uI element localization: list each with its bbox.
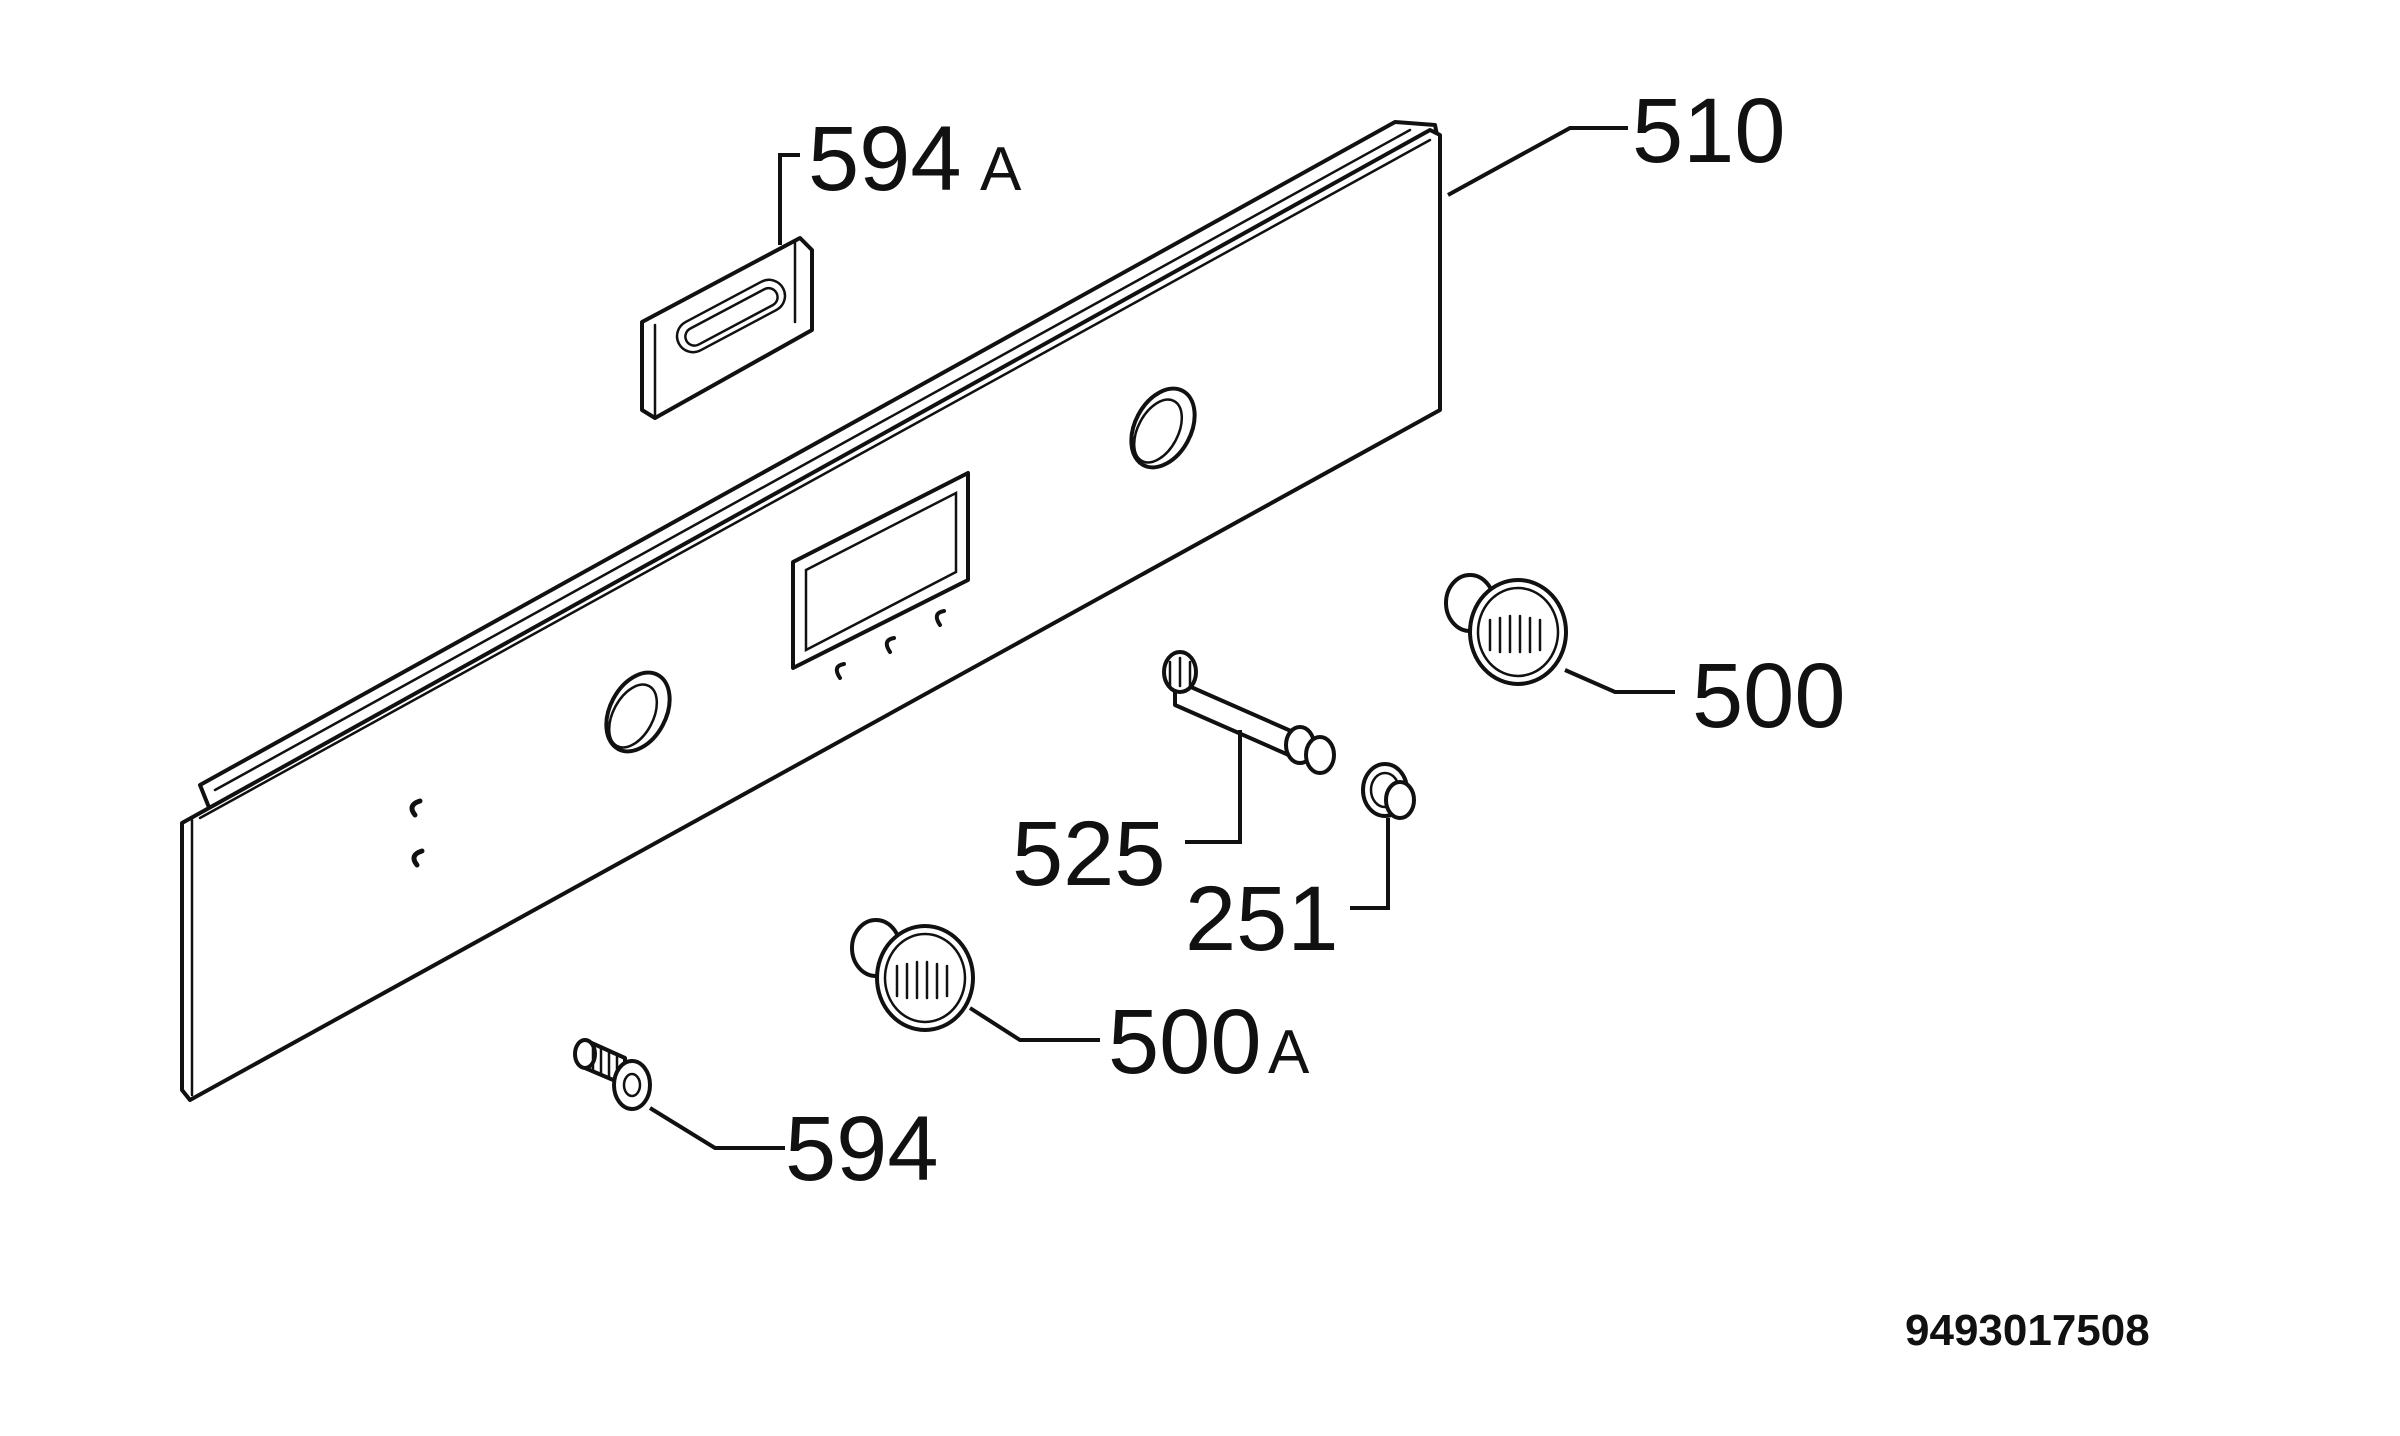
label-510: 510: [1632, 80, 1786, 182]
leader-594: [648, 1106, 785, 1150]
label-500: 500: [1692, 645, 1846, 747]
leader-525: [1185, 730, 1242, 844]
label-251: 251: [1185, 868, 1339, 970]
screw-594: [573, 1038, 652, 1111]
control-panel-510: [180, 120, 1442, 1102]
bracket-594a: [640, 236, 814, 420]
leader-500: [1564, 668, 1675, 694]
knob-500a: [850, 918, 975, 1032]
label-594: 594: [785, 1098, 939, 1200]
leader-lines: [648, 126, 1675, 1150]
button-251: [1361, 762, 1416, 820]
knob-500: [1444, 573, 1568, 686]
leader-594a: [778, 153, 800, 245]
shaft-525: [1162, 650, 1336, 775]
document-number: 9493017508: [1905, 1306, 2150, 1355]
leader-510: [1447, 126, 1628, 197]
leader-251: [1350, 818, 1390, 910]
label-500a: 500 A: [1108, 991, 1310, 1093]
label-525: 525: [1012, 803, 1166, 905]
label-594a: 594 A: [808, 108, 1022, 210]
part-labels: 510 594 A 500 525 251 500 A 594 94930175…: [785, 80, 2150, 1355]
leader-500a: [968, 1006, 1100, 1042]
